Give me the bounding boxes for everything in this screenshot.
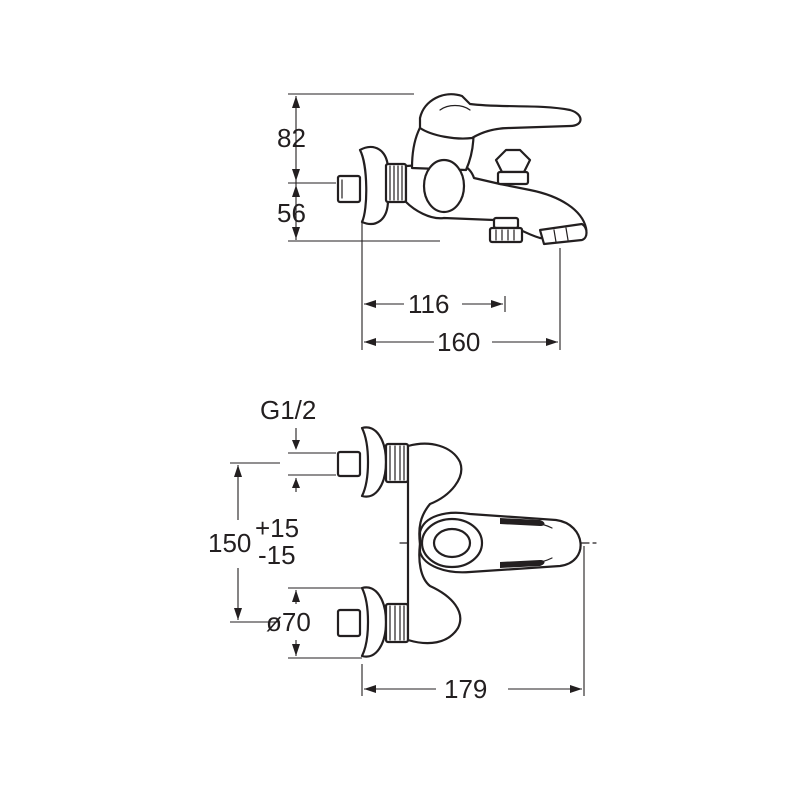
- side-inlet-connector: [336, 174, 362, 204]
- side-spout-tip: [538, 222, 588, 246]
- flange-diameter-label: ø70: [266, 607, 311, 637]
- dim-label-116: 116: [408, 289, 449, 319]
- side-hose-outlet: [488, 216, 524, 244]
- side-view: 82 56 116 160: [277, 93, 588, 357]
- spacing-label-150: 150: [208, 528, 251, 558]
- depth-label-179: 179: [444, 674, 487, 704]
- thread-size-label: G1/2: [260, 395, 316, 425]
- side-wall-flange: [358, 145, 390, 226]
- top-view: G1/2 150 +15 -15 ø70 179: [208, 395, 601, 704]
- dim-label-82: 82: [277, 123, 306, 153]
- side-view-dimension-lines: [288, 93, 561, 350]
- side-lever-handle: [418, 93, 582, 140]
- top-upper-inlet: [336, 426, 410, 498]
- side-diverter-knob: [494, 148, 532, 186]
- dim-label-56: 56: [277, 198, 306, 228]
- spacing-tolerance-minus: -15: [258, 540, 296, 570]
- spacing-tolerance-plus: +15: [255, 513, 299, 543]
- top-lower-inlet: [336, 586, 410, 658]
- dim-label-160: 160: [437, 327, 480, 357]
- side-threaded-nut: [384, 162, 408, 204]
